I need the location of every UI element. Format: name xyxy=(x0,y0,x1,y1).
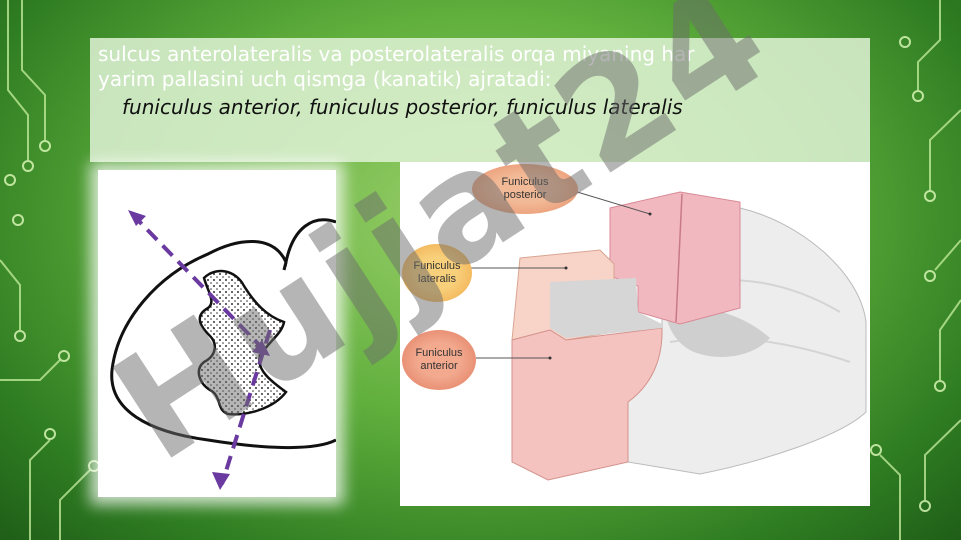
cord-outline xyxy=(110,218,337,450)
leader-line-posterior xyxy=(563,187,651,215)
spinal-cord-sketch-drawing xyxy=(110,210,337,490)
label-lateral-line2: lateralis xyxy=(418,273,456,285)
sulcus-arrow-posterior xyxy=(130,212,268,354)
slide-text-line-3: funiculus anterior, funiculus posterior,… xyxy=(122,95,683,119)
label-posterior-line2: posterior xyxy=(503,189,547,201)
grey-matter-left xyxy=(550,278,662,338)
sulcus-arrow-anterior xyxy=(220,329,272,485)
arrowhead-middle-icon xyxy=(252,340,270,356)
arrowhead-top-icon xyxy=(128,210,146,226)
label-posterior-line1: Funiculus xyxy=(501,176,549,188)
funiculus-diagram: Funiculus posterior Funiculus lateralis … xyxy=(400,162,870,506)
arrowhead-bottom-icon xyxy=(212,472,230,490)
slide-text-line-1: sulcus anterolateralis va posterolateral… xyxy=(98,42,695,66)
posterior-median-septum xyxy=(282,261,288,271)
label-funiculus-posterior: Funiculus posterior xyxy=(472,164,578,214)
grey-matter xyxy=(197,269,288,416)
label-anterior-line1: Funiculus xyxy=(415,347,463,359)
funiculus-anterior-region xyxy=(511,327,663,481)
slide-text-line-2: yarim pallasini uch qismga (kanatik) ajr… xyxy=(98,67,552,91)
funiculus-3d-drawing xyxy=(468,187,867,481)
label-anterior-line2: anterior xyxy=(420,360,458,372)
label-lateral-line1: Funiculus xyxy=(413,260,461,272)
spinal-cord-sketch xyxy=(98,170,337,497)
text-box: sulcus anterolateralis va posterolateral… xyxy=(90,38,870,162)
label-funiculus-lateralis: Funiculus lateralis xyxy=(402,244,472,302)
label-funiculus-anterior: Funiculus anterior xyxy=(402,330,476,390)
